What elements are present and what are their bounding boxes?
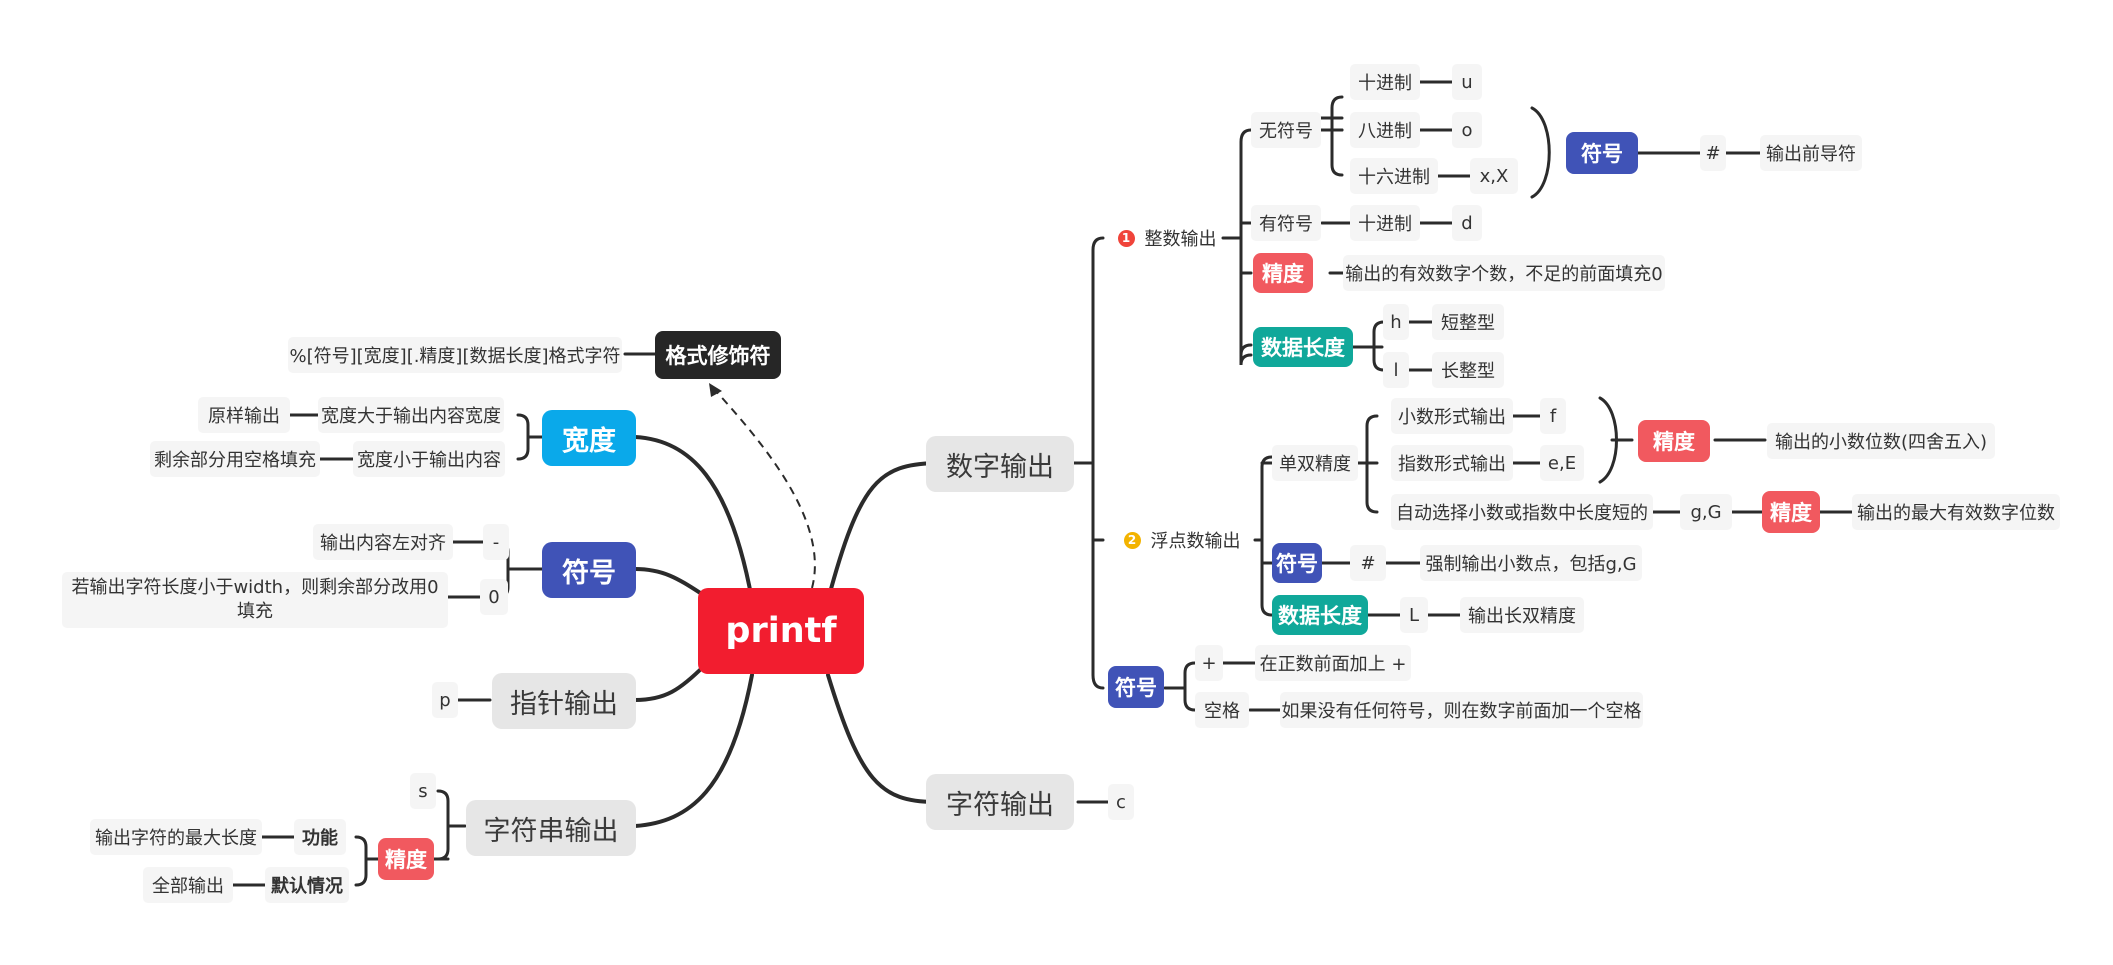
auto-form-char: g,G bbox=[1680, 494, 1732, 530]
edge-root-numeric bbox=[826, 461, 937, 602]
pointer-output-node: 指针输出 bbox=[492, 673, 636, 729]
string-default-node: 默认情况 bbox=[265, 867, 349, 903]
plus-char: + bbox=[1195, 645, 1223, 681]
char-output-node: 字符输出 bbox=[926, 774, 1074, 830]
length-h-desc: 短整型 bbox=[1432, 304, 1504, 340]
float-sign-tag: 符号 bbox=[1272, 543, 1322, 583]
numeric-output-node: 数字输出 bbox=[926, 436, 1074, 492]
plus-desc: 在正数前面加上 + bbox=[1255, 645, 1411, 681]
exp-form-node: 指数形式输出 bbox=[1391, 445, 1513, 481]
arrowhead-icon bbox=[709, 383, 722, 397]
sub-branches bbox=[231, 80, 1854, 887]
root-node-printf: printf bbox=[698, 588, 864, 674]
width-greater-desc: 原样输出 bbox=[198, 397, 290, 433]
unsigned-sign-tag: 符号 bbox=[1566, 132, 1638, 174]
string-default-desc: 全部输出 bbox=[143, 867, 233, 903]
edge-root-char bbox=[826, 673, 937, 804]
edge-root-format-dashed bbox=[714, 389, 816, 589]
unsigned-decimal-node: 十进制 bbox=[1350, 64, 1420, 100]
format-modifier-node: 格式修饰符 bbox=[655, 331, 781, 379]
zero-char: 0 bbox=[480, 579, 508, 615]
string-char: s bbox=[410, 773, 436, 809]
exp-form-char: e,E bbox=[1540, 445, 1584, 481]
unsigned-hex-char: x,X bbox=[1470, 158, 1518, 194]
space-node: 空格 bbox=[1195, 692, 1249, 728]
single-double-node: 单双精度 bbox=[1272, 445, 1358, 481]
format-syntax-text: %[符号][宽度][.精度][数据长度]格式字符 bbox=[288, 337, 622, 373]
integer-output-label: 整数输出 bbox=[1144, 229, 1217, 250]
unsigned-node: 无符号 bbox=[1251, 112, 1321, 148]
unsigned-hex-node: 十六进制 bbox=[1350, 158, 1438, 194]
main-branches bbox=[633, 435, 937, 828]
unsigned-sign-char: # bbox=[1700, 135, 1726, 171]
unsigned-octal-char: o bbox=[1452, 112, 1482, 148]
unsigned-decimal-char: u bbox=[1452, 64, 1482, 100]
integer-length-tag: 数据长度 bbox=[1253, 327, 1353, 367]
auto-precision-desc: 输出的最大有效数字位数 bbox=[1852, 494, 2060, 530]
string-precision-tag: 精度 bbox=[378, 838, 434, 880]
number-one-icon: 1 bbox=[1117, 229, 1135, 247]
edge-root-width bbox=[633, 435, 754, 602]
float-length-char: L bbox=[1400, 597, 1428, 633]
string-function-node: 功能 bbox=[294, 819, 346, 855]
pointer-char: p bbox=[432, 682, 458, 718]
float-output-node: 2 浮点数输出 bbox=[1108, 524, 1256, 556]
integer-precision-desc: 输出的有效数字个数，不足的前面填充0 bbox=[1343, 255, 1665, 291]
float-sign-desc: 强制输出小数点，包括g,G bbox=[1420, 545, 1642, 581]
length-h-char: h bbox=[1383, 304, 1409, 340]
width-less-node: 宽度小于输出内容 bbox=[353, 441, 505, 477]
length-l-desc: 长整型 bbox=[1432, 352, 1504, 388]
sign-left-tag: 符号 bbox=[542, 542, 636, 598]
width-less-desc: 剩余部分用空格填充 bbox=[150, 441, 320, 477]
float-sign-char: # bbox=[1350, 545, 1386, 581]
signed-node: 有符号 bbox=[1251, 205, 1321, 241]
space-desc: 如果没有任何符号，则在数字前面加一个空格 bbox=[1280, 692, 1643, 728]
minus-char: - bbox=[483, 524, 509, 560]
edge-root-pointer bbox=[633, 663, 707, 702]
float-length-tag: 数据长度 bbox=[1272, 595, 1368, 635]
width-tag: 宽度 bbox=[542, 410, 636, 466]
decimal-form-char: f bbox=[1540, 398, 1566, 434]
unsigned-octal-node: 八进制 bbox=[1350, 112, 1420, 148]
signed-decimal-node: 十进制 bbox=[1350, 205, 1420, 241]
minus-desc: 输出内容左对齐 bbox=[313, 524, 453, 560]
edge-root-sign-left bbox=[633, 567, 707, 598]
unsigned-sign-desc: 输出前导符 bbox=[1760, 135, 1862, 171]
signed-decimal-char: d bbox=[1452, 205, 1482, 241]
float-precision-desc: 输出的小数位数(四舍五入) bbox=[1767, 423, 1995, 459]
decimal-form-node: 小数形式输出 bbox=[1391, 398, 1513, 434]
float-precision-tag: 精度 bbox=[1638, 420, 1710, 462]
edge-root-string bbox=[633, 673, 754, 828]
numeric-sign-tag: 符号 bbox=[1108, 666, 1164, 708]
float-length-desc: 输出长双精度 bbox=[1460, 597, 1584, 633]
length-l-char: l bbox=[1383, 352, 1409, 388]
auto-form-node: 自动选择小数或指数中长度短的 bbox=[1391, 494, 1653, 530]
auto-precision-tag: 精度 bbox=[1762, 491, 1820, 533]
width-greater-node: 宽度大于输出内容宽度 bbox=[318, 397, 504, 433]
zero-desc: 若输出字符长度小于width，则剩余部分改用0填充 bbox=[62, 572, 448, 628]
integer-output-node: 1 整数输出 bbox=[1108, 222, 1226, 254]
char-output-char: c bbox=[1108, 784, 1134, 820]
integer-precision-tag: 精度 bbox=[1253, 253, 1313, 293]
string-function-desc: 输出字符的最大长度 bbox=[90, 819, 262, 855]
string-output-node: 字符串输出 bbox=[466, 800, 636, 856]
number-two-icon: 2 bbox=[1123, 531, 1141, 549]
float-output-label: 浮点数输出 bbox=[1150, 531, 1241, 552]
